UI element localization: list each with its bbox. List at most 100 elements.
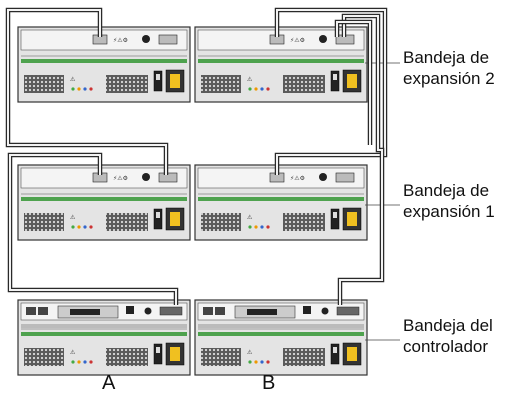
- power-socket-inner: [170, 347, 180, 361]
- status-led: [254, 87, 258, 91]
- ethernet-port: [215, 307, 225, 315]
- status-led: [83, 87, 87, 91]
- cable-a-bottom: [9, 154, 177, 305]
- label-line-1: Bandeja de: [403, 181, 490, 200]
- vent-left: [201, 348, 241, 366]
- status-led: [83, 225, 87, 229]
- ethernet-port: [203, 307, 213, 315]
- serial-port: [303, 306, 311, 314]
- warning-icon: ⚠: [247, 214, 253, 221]
- vent-left: [201, 213, 241, 231]
- power-socket-inner: [170, 212, 180, 226]
- green-rail: [198, 59, 364, 63]
- port-label-icon: ⚡⚠⚙: [290, 175, 305, 182]
- controller-ledge: [21, 324, 187, 328]
- power-switch-toggle: [156, 212, 160, 218]
- status-led: [71, 360, 75, 364]
- sas-port-out: [335, 172, 355, 183]
- vent-right: [283, 75, 325, 93]
- power-switch: [153, 70, 163, 92]
- power-switch-toggle: [333, 74, 337, 80]
- green-rail: [21, 59, 187, 63]
- port-label-icon: ⚡⚠⚙: [290, 37, 305, 44]
- status-led: [248, 360, 252, 364]
- status-led: [89, 225, 93, 229]
- status-led: [89, 360, 93, 364]
- green-rail: [21, 197, 187, 201]
- vent-right: [283, 348, 325, 366]
- unit-expansion-1-a: ⚠ ⚡⚠⚙: [17, 164, 191, 241]
- warning-icon: ⚠: [70, 349, 76, 356]
- ethernet-port: [38, 307, 48, 315]
- status-led: [71, 225, 75, 229]
- unit-expansion-2-b: ⚠ ⚡⚠⚙: [194, 26, 368, 103]
- vent-right: [283, 213, 325, 231]
- vent-right: [106, 213, 148, 231]
- cable-b-bottom: [339, 15, 383, 305]
- status-led: [260, 87, 264, 91]
- power-switch-toggle: [156, 74, 160, 80]
- power-switch: [330, 208, 340, 230]
- reset-button: [144, 307, 152, 315]
- label-line-1: Bandeja de: [403, 48, 490, 67]
- id-switch: [319, 35, 327, 43]
- status-led: [83, 360, 87, 364]
- status-led: [266, 225, 270, 229]
- power-socket-inner: [347, 74, 357, 88]
- label-expansion-tray-2: Bandeja de expansión 2: [403, 47, 495, 89]
- status-led: [260, 360, 264, 364]
- status-led: [266, 87, 270, 91]
- power-switch: [330, 343, 340, 365]
- drive-port-label: [336, 306, 360, 316]
- vent-left: [24, 213, 64, 231]
- power-socket-inner: [170, 74, 180, 88]
- label-line-2: controlador: [403, 337, 489, 356]
- status-led: [77, 360, 81, 364]
- power-switch: [153, 343, 163, 365]
- warning-icon: ⚠: [70, 214, 76, 221]
- status-led: [71, 87, 75, 91]
- green-rail: [21, 332, 187, 336]
- label-expansion-tray-1: Bandeja de expansión 1: [403, 180, 495, 222]
- column-label-a: A: [102, 372, 116, 394]
- power-switch-toggle: [156, 347, 160, 353]
- id-switch: [142, 35, 150, 43]
- status-led: [254, 360, 258, 364]
- controller-slot: [70, 309, 100, 315]
- warning-icon: ⚠: [70, 76, 76, 83]
- controller-ledge: [198, 324, 364, 328]
- status-led: [248, 225, 252, 229]
- port-label-icon: ⚡⚠⚙: [113, 37, 128, 44]
- id-switch: [142, 173, 150, 181]
- vent-right: [106, 348, 148, 366]
- serial-port: [126, 306, 134, 314]
- label-line-1: Bandeja del: [403, 316, 493, 335]
- status-led: [266, 360, 270, 364]
- sas-port-out: [158, 34, 178, 45]
- vent-right: [106, 75, 148, 93]
- green-rail: [198, 332, 364, 336]
- status-led: [77, 87, 81, 91]
- unit-expansion-2-a: ⚠ ⚡⚠⚙: [17, 26, 191, 103]
- port-label-icon: ⚡⚠⚙: [113, 175, 128, 182]
- label-line-2: expansión 2: [403, 69, 495, 88]
- drive-port-label: [159, 306, 183, 316]
- reset-button: [321, 307, 329, 315]
- unit-controller-a: ⚠: [17, 299, 191, 376]
- warning-icon: ⚠: [247, 349, 253, 356]
- status-led: [89, 87, 93, 91]
- vent-left: [24, 75, 64, 93]
- power-switch: [330, 70, 340, 92]
- power-switch-toggle: [333, 212, 337, 218]
- warning-icon: ⚠: [247, 76, 253, 83]
- vent-left: [201, 75, 241, 93]
- label-line-2: expansión 1: [403, 202, 495, 221]
- cable-b-link: [336, 21, 371, 145]
- status-led: [254, 225, 258, 229]
- cables: [5, 7, 388, 305]
- power-switch: [153, 208, 163, 230]
- status-led: [248, 87, 252, 91]
- power-socket-inner: [347, 212, 357, 226]
- status-led: [260, 225, 264, 229]
